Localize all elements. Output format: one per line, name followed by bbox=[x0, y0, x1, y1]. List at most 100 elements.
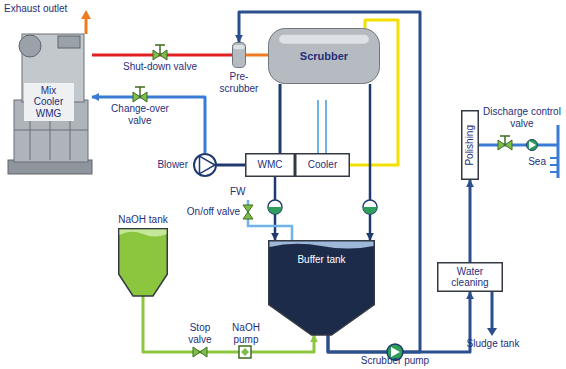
node-text: Blower bbox=[157, 159, 188, 171]
sea-symbol-part bbox=[550, 171, 558, 173]
sea-symbol-part bbox=[550, 157, 558, 159]
sludge-line-part bbox=[487, 328, 497, 336]
blower-mark bbox=[200, 156, 215, 174]
sea-label: Sea bbox=[522, 156, 546, 168]
discharge-line-part bbox=[500, 135, 510, 137]
fresh-water-line-part bbox=[243, 205, 253, 219]
node-text: Mix Cooler WMG bbox=[24, 83, 74, 122]
blower-symbol-outline bbox=[193, 153, 217, 177]
pipe-connector bbox=[246, 54, 268, 57]
shut-down-valve-symbol-part bbox=[159, 45, 161, 55]
naoh-tank: NaOH tank bbox=[118, 228, 168, 296]
node-text: Buffer tank bbox=[297, 254, 345, 266]
pipe-connector bbox=[92, 97, 205, 153]
drain-pump-symbol-part bbox=[363, 207, 377, 214]
valve-label: Shut-down valve bbox=[108, 61, 212, 73]
pipe-connector bbox=[217, 164, 245, 167]
discharge-line-part bbox=[529, 141, 536, 149]
main-engine-part bbox=[19, 35, 41, 57]
box-outline bbox=[246, 154, 295, 177]
drain-pump-symbol-part bbox=[363, 200, 377, 214]
change-over-valve-symbol-part bbox=[135, 86, 145, 88]
pipe-connector bbox=[239, 12, 420, 352]
vessel-outline bbox=[233, 43, 246, 68]
discharge-line-part bbox=[498, 140, 512, 150]
node-text: Cooler bbox=[308, 159, 337, 171]
pipe-connector bbox=[369, 84, 372, 240]
blower-outline bbox=[194, 154, 216, 176]
buffer-tank: Buffer tank bbox=[268, 240, 375, 335]
pipe-connector bbox=[279, 84, 282, 153]
shut-down-valve-symbol bbox=[153, 45, 167, 60]
change-over-valve-symbol-part bbox=[139, 87, 141, 97]
liquid-surface bbox=[270, 242, 374, 249]
naoh-pump-symbol bbox=[239, 346, 251, 358]
sea-symbol-part bbox=[550, 164, 558, 166]
sea-symbol-part bbox=[557, 125, 560, 178]
main-engine-part bbox=[58, 36, 80, 48]
naoh-pump-symbol-part bbox=[241, 348, 249, 356]
node-text: Water cleaning bbox=[442, 266, 498, 289]
outlet-label: Exhaust outlet bbox=[4, 3, 84, 15]
shut-down-valve-symbol-part bbox=[153, 50, 167, 60]
blower-symbol: Blower bbox=[193, 153, 217, 177]
naoh-tank-outline bbox=[118, 228, 168, 296]
fresh-water-label: FW bbox=[230, 186, 254, 198]
node-text: Polishing bbox=[464, 125, 476, 166]
liquid-surface bbox=[120, 230, 167, 237]
main-engine bbox=[8, 34, 92, 174]
vessel-highlight bbox=[233, 45, 244, 49]
shut-down-valve-symbol-part bbox=[155, 44, 165, 46]
vessel-outline bbox=[269, 29, 380, 84]
change-over-valve-symbol bbox=[133, 87, 147, 102]
discharge-line-part bbox=[527, 140, 538, 151]
valve-label: Change-over valve bbox=[100, 103, 180, 127]
process-box: WMC bbox=[245, 153, 295, 177]
cooling-water-lines-part bbox=[325, 100, 327, 153]
tank-label: Sludge tank bbox=[458, 338, 528, 350]
scrubber-vessel: Scrubber bbox=[268, 28, 380, 84]
exhaust-arrow-part bbox=[81, 10, 91, 19]
naoh-pump-symbol-part bbox=[239, 346, 251, 358]
cooling-water-lines bbox=[318, 100, 326, 153]
drain-pump-symbol-part bbox=[268, 207, 282, 214]
pre-scrubber-vessel: Pre-scrubber bbox=[232, 42, 246, 68]
cooling-water-lines-part bbox=[317, 100, 319, 153]
node-text: WMC bbox=[258, 159, 283, 171]
sludge-line bbox=[487, 292, 497, 336]
node-text: NaOH tank bbox=[118, 214, 167, 226]
stop-valve-symbol bbox=[193, 347, 207, 357]
pump-label: NaOH pump bbox=[224, 322, 268, 346]
pre-scrubber-vessel-outline bbox=[232, 42, 246, 68]
stop-valve-symbol-part bbox=[193, 347, 207, 357]
exhaust-arrow-part bbox=[85, 18, 88, 34]
engine-box: Mix Cooler WMG bbox=[5, 28, 92, 176]
pipe-connector bbox=[469, 180, 472, 262]
discharge-line-part bbox=[504, 136, 506, 145]
node-text: Pre-scrubber bbox=[211, 71, 267, 94]
box-outline bbox=[462, 111, 479, 180]
valve-label: On/off valve bbox=[170, 206, 240, 218]
pump-label: Scrubber pump bbox=[350, 355, 440, 367]
sludge-line-part bbox=[491, 292, 494, 330]
drain-pump-symbol-part bbox=[268, 200, 282, 214]
box-outline bbox=[438, 263, 503, 292]
tank-outline bbox=[269, 241, 375, 335]
exhaust-arrow bbox=[81, 10, 91, 34]
fresh-water-line-part bbox=[248, 200, 292, 240]
polishing-box: Polishing bbox=[461, 110, 479, 180]
node-text: Scrubber bbox=[300, 50, 348, 63]
box-outline bbox=[296, 154, 350, 177]
valve-label: Discharge control valve bbox=[482, 106, 562, 130]
fresh-water-line bbox=[243, 200, 292, 240]
discharge-line bbox=[479, 136, 558, 151]
water-cleaning-box: Water cleaning bbox=[437, 262, 503, 292]
tank-outline bbox=[119, 229, 168, 296]
valve-label: Stop valve bbox=[178, 322, 222, 346]
main-engine-part bbox=[14, 130, 88, 131]
drain-pump-symbol bbox=[268, 200, 377, 214]
change-over-valve-symbol-part bbox=[133, 92, 147, 102]
discharge-line-part bbox=[479, 144, 558, 147]
